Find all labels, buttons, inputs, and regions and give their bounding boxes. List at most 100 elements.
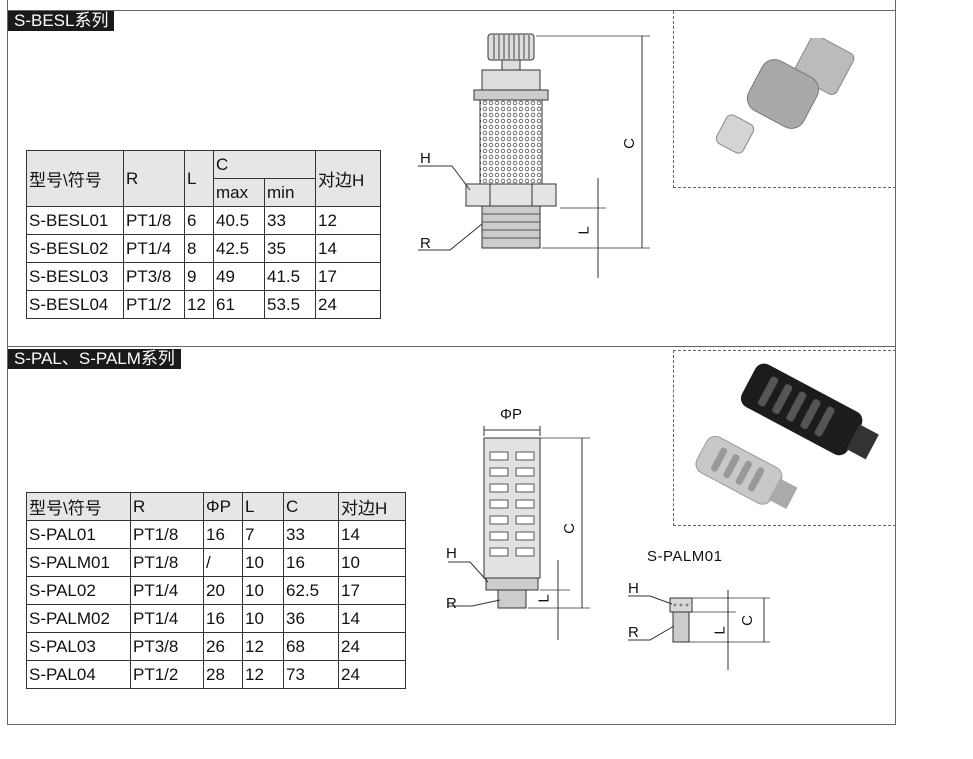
table-cell: 20 (203, 576, 243, 605)
pal-label-c: C (560, 523, 578, 534)
table-cell: 28 (203, 660, 243, 689)
palm01-label-r: R (628, 624, 639, 641)
table-cell: 24 (315, 290, 381, 319)
page-frame (7, 0, 896, 725)
table-cell: S-PAL01 (26, 520, 131, 549)
table-cell: 40.5 (213, 206, 265, 235)
besl-photo-frame (673, 11, 896, 188)
table-cell: 10 (242, 548, 284, 577)
table-cell: PT1/4 (130, 576, 204, 605)
header-model: 型号\符号 (26, 150, 124, 207)
table-cell: 6 (184, 206, 214, 235)
header-h: 对边H (338, 492, 406, 521)
table-cell: S-BESL04 (26, 290, 124, 319)
table-cell: 16 (203, 520, 243, 549)
table-cell: S-PALM01 (26, 548, 131, 577)
palm01-label-c: C (738, 615, 756, 626)
besl-label-l: L (575, 226, 593, 235)
table-cell: PT1/8 (123, 206, 185, 235)
palm01-caption: S-PALM01 (647, 548, 723, 565)
table-cell: 36 (283, 604, 339, 633)
besl-technical-drawing (418, 33, 650, 278)
table-cell: S-PAL04 (26, 660, 131, 689)
table-cell: PT1/4 (123, 234, 185, 263)
palm01-technical-drawing (628, 590, 770, 670)
table-cell: 33 (283, 520, 339, 549)
section-divider (7, 346, 896, 347)
table-cell: 26 (203, 632, 243, 661)
table-cell: 10 (338, 548, 406, 577)
knob-shape (487, 33, 535, 61)
black-muffler-shape (740, 363, 863, 456)
table-cell: 33 (264, 206, 316, 235)
table-cell: 53.5 (264, 290, 316, 319)
header-c: C (283, 492, 339, 521)
pal-photo-frame (673, 350, 896, 526)
table-cell: 12 (315, 206, 381, 235)
pal-label-phip: ΦP (500, 406, 522, 423)
table-cell: 10 (242, 604, 284, 633)
section-title-pal: S-PAL、S-PALM系列 (8, 349, 181, 369)
table-cell: PT1/4 (130, 604, 204, 633)
table-cell: PT3/8 (130, 632, 204, 661)
thread-shape (481, 205, 541, 249)
header-phip: ΦP (203, 492, 243, 521)
table-cell: 41.5 (264, 262, 316, 291)
pal-thread-shape (497, 589, 527, 609)
table-cell: 24 (338, 660, 406, 689)
table-cell: 9 (184, 262, 214, 291)
table-cell: 16 (283, 548, 339, 577)
table-cell: S-PAL03 (26, 632, 131, 661)
besl-label-h: H (420, 150, 431, 167)
table-cell: PT3/8 (123, 262, 185, 291)
besl-label-c: C (620, 138, 638, 149)
palm01-label-h: H (628, 580, 639, 597)
header-l: L (184, 150, 214, 207)
table-cell: 16 (203, 604, 243, 633)
table-cell: 17 (315, 262, 381, 291)
table-cell: 12 (242, 660, 284, 689)
table-cell: 73 (283, 660, 339, 689)
section-title-besl: S-BESL系列 (8, 11, 115, 31)
besl-label-r: R (420, 235, 431, 252)
table-cell: 62.5 (283, 576, 339, 605)
table-cell: 61 (213, 290, 265, 319)
header-r: R (130, 492, 204, 521)
mesh-body-shape (479, 99, 543, 185)
table-cell: PT1/8 (130, 520, 204, 549)
header-cmin: min (264, 178, 316, 207)
pal-technical-drawing (448, 426, 590, 640)
palm01-label-l: L (711, 626, 729, 635)
table-cell: S-BESL03 (26, 262, 124, 291)
header-model: 型号\符号 (26, 492, 131, 521)
header-c: C (213, 150, 316, 179)
table-cell: 49 (213, 262, 265, 291)
table-cell: 68 (283, 632, 339, 661)
table-cell: 42.5 (213, 234, 265, 263)
pal-product-photo (695, 363, 879, 509)
table-cell: PT1/2 (130, 660, 204, 689)
top-border (7, 10, 896, 11)
table-cell: 14 (338, 604, 406, 633)
besl-product-photo (715, 38, 855, 154)
table-cell: 14 (338, 520, 406, 549)
header-h: 对边H (315, 150, 381, 207)
table-cell: S-BESL01 (26, 206, 124, 235)
table-cell: 12 (242, 632, 284, 661)
table-cell: S-BESL02 (26, 234, 124, 263)
pal-label-h: H (446, 545, 457, 562)
table-cell: 7 (242, 520, 284, 549)
pal-label-l: L (535, 594, 553, 603)
